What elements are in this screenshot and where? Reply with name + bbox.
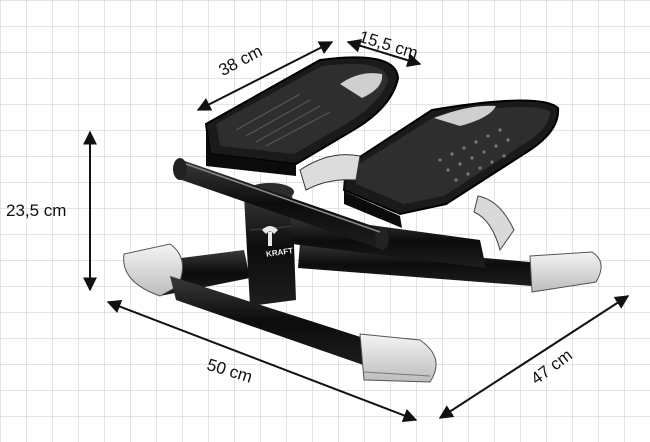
front-rail xyxy=(170,276,437,383)
arrow-38cm xyxy=(196,41,334,111)
dimension-label-23-5cm: 23,5 cm xyxy=(6,201,67,220)
rear-base xyxy=(298,242,602,293)
arrow-47cm xyxy=(438,295,630,419)
left-pedal xyxy=(204,56,400,176)
dimension-arrows xyxy=(83,38,630,423)
arrow-50cm xyxy=(106,299,418,423)
piston xyxy=(299,154,361,191)
resistance-wheel xyxy=(473,195,515,252)
brand-logo xyxy=(262,226,278,246)
rear-right-cap xyxy=(529,251,602,293)
left-cap xyxy=(123,243,183,297)
front-cap xyxy=(359,333,437,383)
handlebar xyxy=(173,158,389,250)
right-pedal xyxy=(342,99,560,228)
arrow-15-5cm xyxy=(346,38,422,68)
